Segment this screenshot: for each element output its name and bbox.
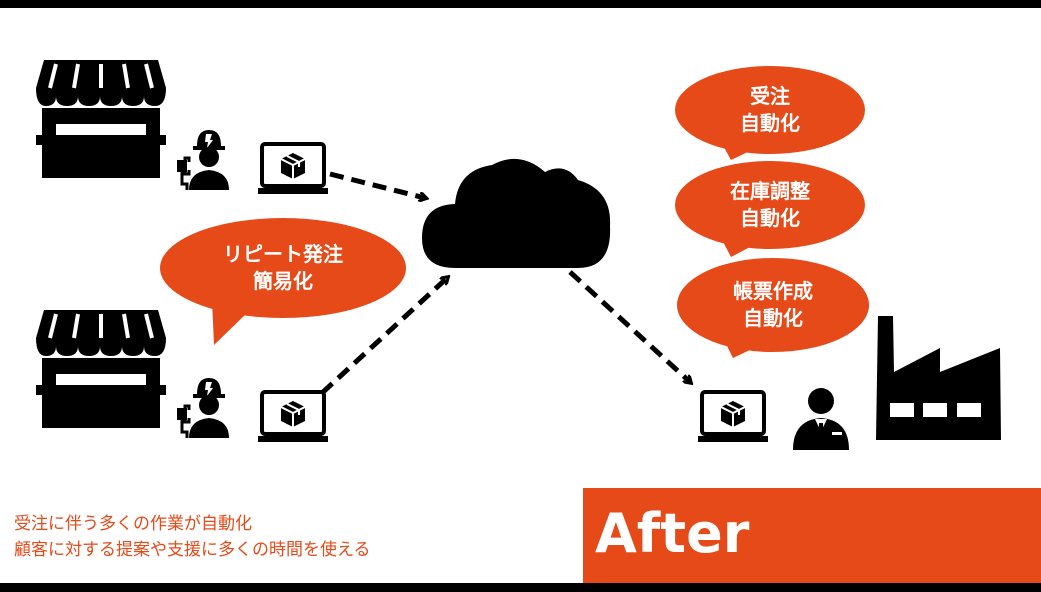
shop-icon — [34, 58, 168, 180]
arrow-bottom-to-cloud — [320, 278, 447, 395]
laptop-icon — [696, 390, 770, 444]
worker-icon — [175, 128, 231, 192]
bubble-line: 自動化 — [740, 111, 800, 135]
bubble-line: リピート発注 — [223, 242, 343, 266]
businessman-icon — [793, 388, 849, 450]
bubble-line: 帳票作成 — [733, 279, 813, 303]
shop-icon — [34, 308, 168, 430]
bubble-line: 在庫調整 — [730, 179, 810, 203]
factory-icon — [876, 316, 1001, 440]
bubble-slip-auto — [677, 258, 869, 358]
bubble-stock-auto — [675, 161, 865, 257]
caption-line-2: 顧客に対する提案や支援に多くの時間を使える — [14, 540, 371, 560]
arrow-top-to-cloud — [329, 171, 425, 198]
top-border — [0, 0, 1041, 8]
bubble-line: 自動化 — [740, 206, 800, 230]
bubble-repeat-order-text: リピート発注 簡易化 — [183, 241, 383, 295]
laptop-icon — [256, 390, 330, 444]
bottom-border — [0, 583, 1041, 592]
after-banner: After — [583, 488, 1041, 583]
cloud-icon — [422, 158, 611, 268]
laptop-icon — [256, 142, 330, 196]
bubble-line: 受注 — [750, 84, 790, 108]
caption: 受注に伴う多くの作業が自動化 顧客に対する提案や支援に多くの時間を使える — [14, 511, 371, 563]
worker-icon — [175, 376, 231, 440]
after-label: After — [595, 502, 750, 565]
bubble-order-auto-text: 受注 自動化 — [690, 83, 850, 137]
bubble-line: 簡易化 — [253, 269, 313, 293]
bubble-slip-auto-text: 帳票作成 自動化 — [693, 278, 853, 332]
bubble-stock-auto-text: 在庫調整 自動化 — [690, 178, 850, 232]
caption-line-1: 受注に伴う多くの作業が自動化 — [14, 514, 252, 534]
bubble-line: 自動化 — [743, 306, 803, 330]
bubble-repeat-order — [160, 218, 406, 345]
bubble-order-auto — [675, 66, 865, 160]
arrow-cloud-to-factory — [568, 270, 690, 382]
